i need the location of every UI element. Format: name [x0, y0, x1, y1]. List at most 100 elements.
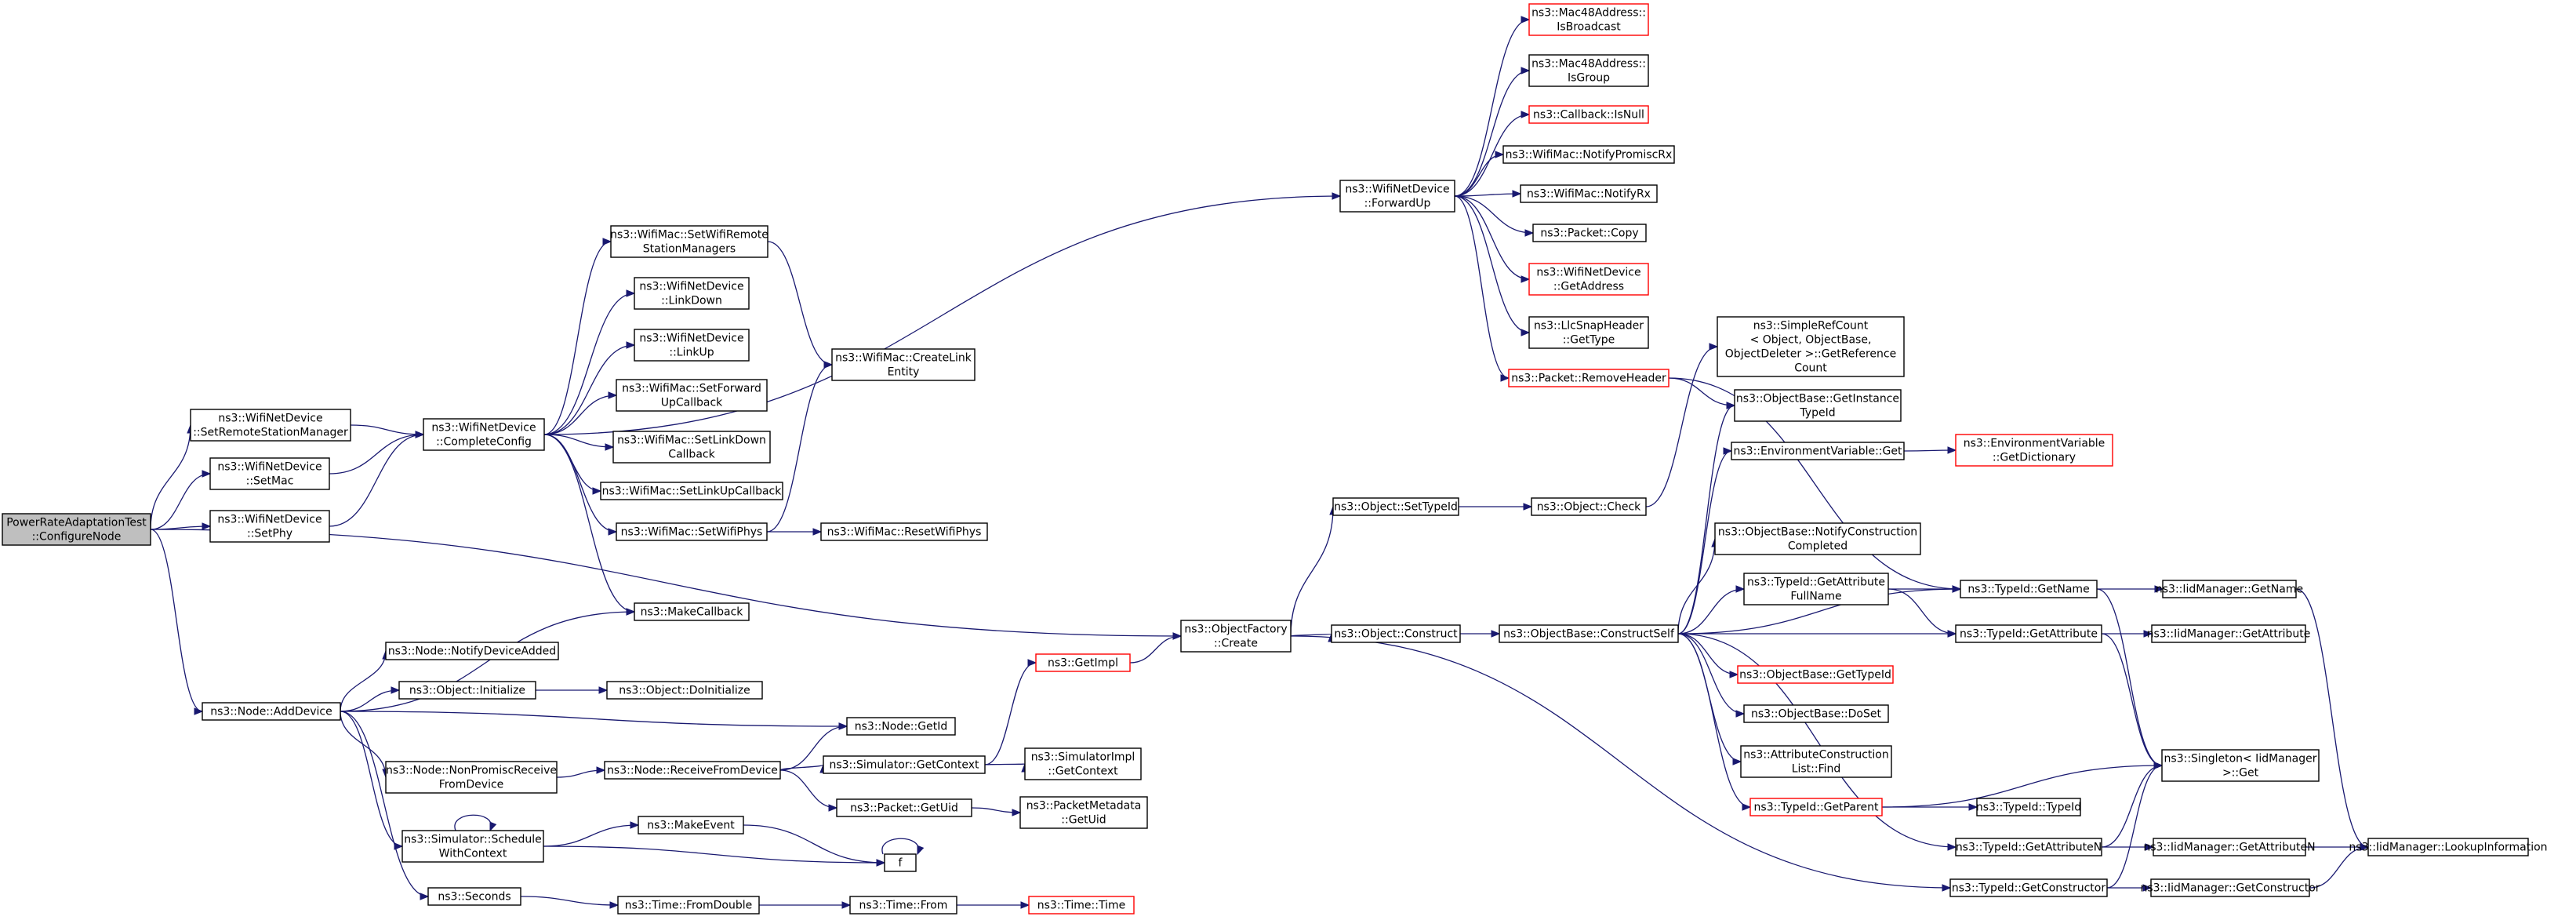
node-from-double[interactable]: ns3::Time::FromDouble — [617, 896, 760, 915]
node-obj-base-do-set[interactable]: ns3::ObjectBase::DoSet — [1743, 704, 1889, 723]
node-singleton-get[interactable]: ns3::Singleton< IidManager>::Get — [2161, 749, 2320, 782]
node-make-callback[interactable]: ns3::MakeCallback — [634, 602, 750, 621]
node-type-id-get-name[interactable]: ns3::TypeId::GetName — [1960, 580, 2098, 598]
node-obj-check[interactable]: ns3::Object::Check — [1531, 497, 1647, 516]
node-link-down[interactable]: ns3::WifiNetDevice::LinkDown — [634, 277, 750, 310]
node-add-device[interactable]: ns3::Node::AddDevice — [202, 702, 341, 721]
node-box — [617, 896, 760, 915]
node-time-from[interactable]: ns3::Time::From — [849, 896, 957, 915]
node-set-wifi-r-s-ms[interactable]: ns3::WifiMac::SetWifiRemoteStationManage… — [610, 225, 768, 258]
node-root[interactable]: PowerRateAdaptationTest::ConfigureNode — [2, 513, 151, 546]
node-receive-from-device[interactable]: ns3::Node::ReceiveFromDevice — [604, 761, 781, 780]
node-iid-lookup-information[interactable]: ns3::IidManager::LookupInformation — [2349, 838, 2548, 856]
node-node-get-id[interactable]: ns3::Node::GetId — [846, 717, 956, 736]
edge-forwardUp-to-getAddress — [1454, 195, 1531, 283]
node-box — [1508, 369, 1669, 387]
node-env-var-get[interactable]: ns3::EnvironmentVariable::Get — [1731, 442, 1905, 460]
node-get-impl[interactable]: ns3::GetImpl — [1035, 653, 1131, 672]
node-simple-ref-count[interactable]: ns3::SimpleRefCount< Object, ObjectBase,… — [1717, 316, 1905, 377]
edge-addDevice-to-nonPromiscRx — [340, 711, 390, 779]
node-object-initialize[interactable]: ns3::Object::Initialize — [398, 681, 536, 700]
edge-line — [2101, 765, 2163, 848]
node-notify-construction-completed[interactable]: ns3::ObjectBase::NotifyConstructionCompl… — [1714, 522, 1921, 555]
node-label-line: ns3::Node::ReceiveFromDevice — [607, 765, 778, 777]
node-obj-base-get-type-id[interactable]: ns3::ObjectBase::GetTypeId — [1737, 665, 1894, 684]
node-make-event[interactable]: ns3::MakeEvent — [638, 816, 744, 835]
node-box — [836, 798, 972, 817]
edge-line — [543, 845, 885, 864]
node-type-id-get-parent[interactable]: ns3::TypeId::GetParent — [1749, 798, 1883, 816]
node-box — [820, 522, 988, 541]
node-remove-header[interactable]: ns3::Packet::RemoveHeader — [1508, 369, 1669, 387]
node-box — [209, 510, 330, 543]
edge-objFactoryCreate-to-typeIdGetConstructor — [1290, 635, 1952, 892]
node-label-line: ns3::ObjectBase::GetInstance — [1736, 393, 1899, 405]
node-sim-impl-get-context[interactable]: ns3::SimulatorImpl::GetContext — [1024, 747, 1142, 780]
node-notify-device-added[interactable]: ns3::Node::NotifyDeviceAdded — [385, 642, 559, 660]
node-set-link-up-cb[interactable]: ns3::WifiMac::SetLinkUpCallback — [600, 482, 783, 500]
node-packet-get-uid[interactable]: ns3::Packet::GetUid — [836, 798, 972, 817]
node-notify-rx[interactable]: ns3::WifiMac::NotifyRx — [1520, 184, 1658, 203]
node-sim-get-context[interactable]: ns3::Simulator::GetContext — [823, 755, 986, 774]
node-type-id-get-attribute-n[interactable]: ns3::TypeId::GetAttributeN — [1955, 838, 2102, 856]
node-label-line: ns3::IidManager::GetAttribute — [2147, 628, 2311, 641]
edge-line — [543, 434, 614, 448]
node-label-line: ns3::WifiNetDevice — [639, 281, 743, 293]
node-label-line: ns3::LlcSnapHeader — [1534, 320, 1644, 333]
node-obj-set-type-id[interactable]: ns3::Object::SetTypeId — [1332, 497, 1459, 516]
edge-constructSelf-to-typeIdGetAttribute — [1678, 630, 1957, 638]
node-f[interactable]: f — [884, 853, 917, 872]
node-time-time[interactable]: ns3::Time::Time — [1028, 896, 1135, 915]
node-set-r-s-m[interactable]: ns3::WifiNetDevice::SetRemoteStationMana… — [190, 409, 351, 442]
node-iid-get-attribute-n[interactable]: ns3::IidManager::GetAttributeN — [2143, 838, 2316, 856]
edge-arrowhead — [1172, 632, 1183, 640]
node-set-phy[interactable]: ns3::WifiNetDevice::SetPhy — [209, 510, 330, 543]
node-packet-meta-get-uid[interactable]: ns3::PacketMetadata::GetUid — [1019, 796, 1148, 829]
node-packet-copy[interactable]: ns3::Packet::Copy — [1532, 224, 1647, 242]
node-set-wifi-phys[interactable]: ns3::WifiMac::SetWifiPhys — [616, 522, 768, 541]
node-box — [398, 681, 536, 700]
node-box — [1499, 624, 1679, 643]
node-seconds[interactable]: ns3::Seconds — [427, 887, 521, 906]
node-iid-get-attribute[interactable]: ns3::IidManager::GetAttribute — [2147, 624, 2311, 643]
node-forward-up[interactable]: ns3::WifiNetDevice::ForwardUp — [1339, 180, 1455, 213]
node-box — [1949, 878, 2108, 897]
node-type-id-get-constructor[interactable]: ns3::TypeId::GetConstructor — [1949, 878, 2108, 897]
node-iid-get-constructor[interactable]: ns3::IidManager::GetConstructor — [2140, 878, 2320, 897]
node-set-mac[interactable]: ns3::WifiNetDevice::SetMac — [209, 457, 330, 490]
node-construct-self[interactable]: ns3::ObjectBase::ConstructSelf — [1499, 624, 1679, 643]
node-iid-get-name[interactable]: ns3::IidManager::GetName — [2156, 580, 2303, 598]
node-complete-config[interactable]: ns3::WifiNetDevice::CompleteConfig — [423, 418, 545, 451]
node-env-get-dict[interactable]: ns3::EnvironmentVariable::GetDictionary — [1955, 434, 2113, 467]
node-obj-factory-create[interactable]: ns3::ObjectFactory::Create — [1180, 620, 1292, 653]
node-notify-promisc-rx[interactable]: ns3::WifiMac::NotifyPromiscRx — [1502, 145, 1675, 164]
node-is-group[interactable]: ns3::Mac48Address::IsGroup — [1528, 54, 1649, 87]
node-label-line: FromDevice — [439, 779, 504, 791]
node-do-initialize[interactable]: ns3::Object::DoInitialize — [606, 681, 763, 700]
edge-line — [340, 650, 387, 712]
edge-objCheck-to-simpleRefCount — [1645, 343, 1719, 507]
edge-line — [1454, 195, 1530, 333]
edge-line — [1881, 765, 2163, 808]
node-is-broadcast[interactable]: ns3::Mac48Address::IsBroadcast — [1528, 3, 1649, 36]
edge-getAttrFullName-to-typeIdGetAttribute — [1887, 588, 1957, 638]
node-cb-is-null[interactable]: ns3::Callback::IsNull — [1528, 105, 1649, 124]
node-link-up[interactable]: ns3::WifiNetDevice::LinkUp — [634, 329, 750, 362]
node-obj-construct[interactable]: ns3::Object::Construct — [1331, 624, 1461, 643]
node-type-id-type-id[interactable]: ns3::TypeId::TypeId — [1976, 798, 2081, 816]
node-reset-wifi-phys[interactable]: ns3::WifiMac::ResetWifiPhys — [820, 522, 988, 541]
edge-line — [340, 711, 403, 847]
node-llc-get-type[interactable]: ns3::LlcSnapHeader::GetType — [1528, 316, 1649, 349]
edge-setPhy-to-completeConfig — [329, 431, 425, 527]
node-get-address[interactable]: ns3::WifiNetDevice::GetAddress — [1528, 263, 1649, 296]
node-type-id-get-attribute[interactable]: ns3::TypeId::GetAttribute — [1955, 624, 2102, 643]
node-label-line: ns3::Time::FromDouble — [625, 900, 753, 912]
